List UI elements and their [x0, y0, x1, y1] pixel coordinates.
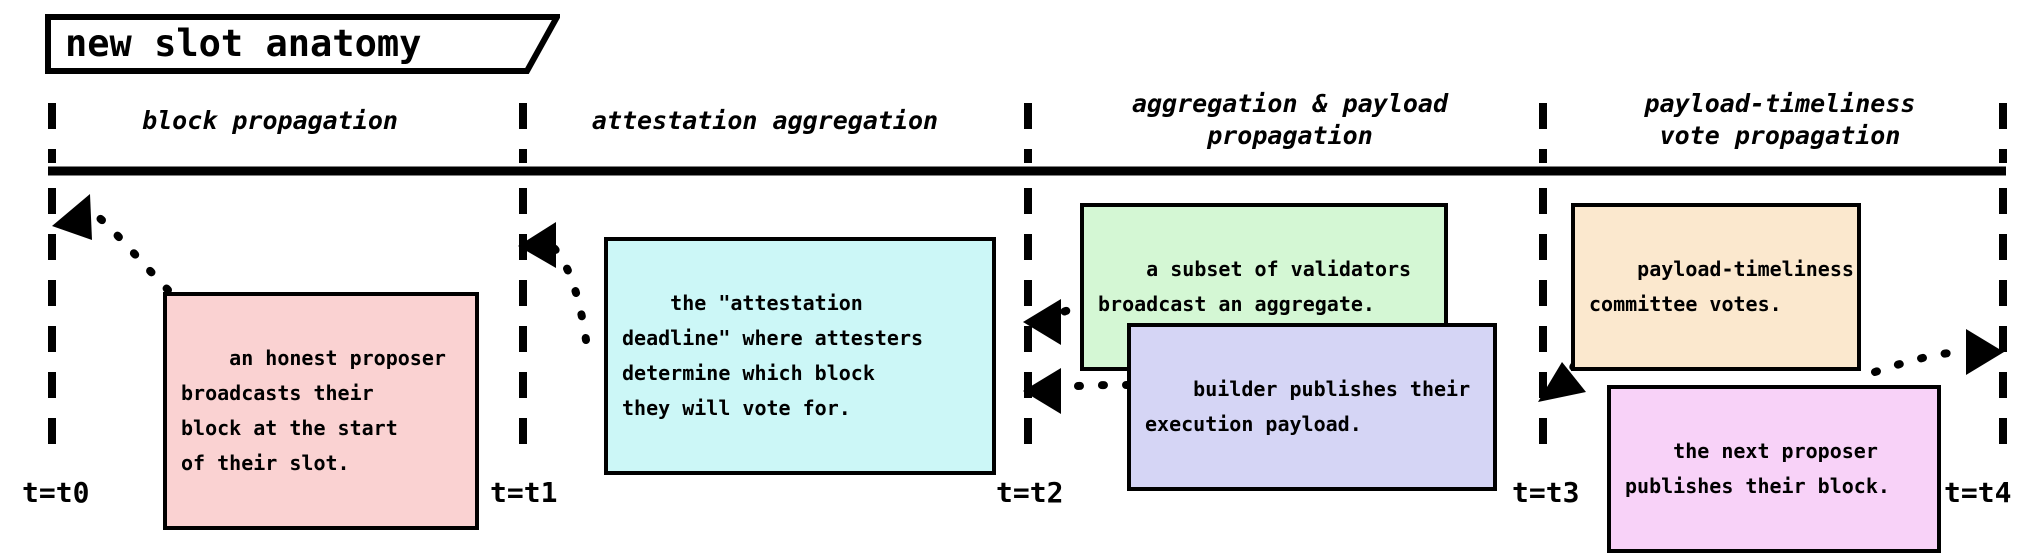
tick-separators: [48, 103, 2007, 455]
callout-next-proposer: the next proposer publishes their block.: [1607, 385, 1941, 553]
diagram-strokes: [48, 103, 2007, 455]
callout-text: a subset of validators broadcast an aggr…: [1098, 257, 1412, 316]
tick-label-t1: t=t1: [490, 476, 558, 509]
callout-proposer-block: an honest proposer broadcasts their bloc…: [163, 292, 479, 530]
arrowhead-ptc-votes: [1538, 362, 1586, 402]
callout-ptc-votes: payload-timeliness committee votes.: [1571, 203, 1861, 371]
callout-attestation-deadline: the "attestation deadline" where atteste…: [604, 237, 996, 475]
phase-header-attestation-aggregation: attestation aggregation: [520, 105, 1010, 137]
phase-header-aggregation-payload-propagation: aggregation & payload propagation: [1040, 88, 1540, 152]
phase-header-payload-timeliness-vote-propagation: payload-timeliness vote propagation: [1555, 88, 2005, 152]
tick-label-t2: t=t2: [996, 476, 1064, 509]
callout-text: an honest proposer broadcasts their bloc…: [181, 346, 446, 475]
callout-text: payload-timeliness committee votes.: [1589, 257, 1854, 316]
arrowhead-next-proposer: [1966, 329, 2004, 375]
phase-header-block-propagation: block propagation: [50, 105, 490, 137]
tick-label-t0: t=t0: [22, 476, 90, 509]
arrowhead-builder-payload: [1023, 368, 1061, 414]
phase-header-line: payload-timeliness: [1644, 89, 1916, 118]
diagram-title: new slot anatomy: [45, 14, 560, 74]
phase-header-line: attestation aggregation: [591, 106, 939, 135]
phase-header-line: block propagation: [142, 106, 398, 135]
title-text: new slot anatomy: [65, 22, 422, 65]
leader-line-next-proposer: [1871, 348, 1964, 376]
callout-text: the next proposer publishes their block.: [1625, 439, 1890, 498]
callout-builder-payload: builder publishes their execution payloa…: [1127, 323, 1497, 491]
phase-header-line: propagation: [1207, 121, 1373, 150]
tick-label-t4: t=t4: [1944, 476, 2012, 509]
phase-header-line: aggregation & payload: [1131, 89, 1449, 118]
callout-text: builder publishes their execution payloa…: [1145, 377, 1471, 436]
title-parallelogram-shape: [45, 14, 560, 74]
arrowhead-proposer-block: [52, 194, 92, 240]
arrowhead-aggregate-broadcast: [1023, 299, 1061, 345]
slot-anatomy-diagram: new slot anatomy block propagation attes…: [22, 14, 2012, 553]
phase-header-line: vote propagation: [1659, 121, 1901, 150]
leader-line-attestation-deadline: [549, 243, 590, 344]
tick-label-t3: t=t3: [1512, 476, 1580, 509]
callout-text: the "attestation deadline" where atteste…: [622, 291, 924, 420]
arrowhead-attestation-deadline: [518, 222, 556, 268]
leader-line-proposer-block: [88, 208, 172, 294]
